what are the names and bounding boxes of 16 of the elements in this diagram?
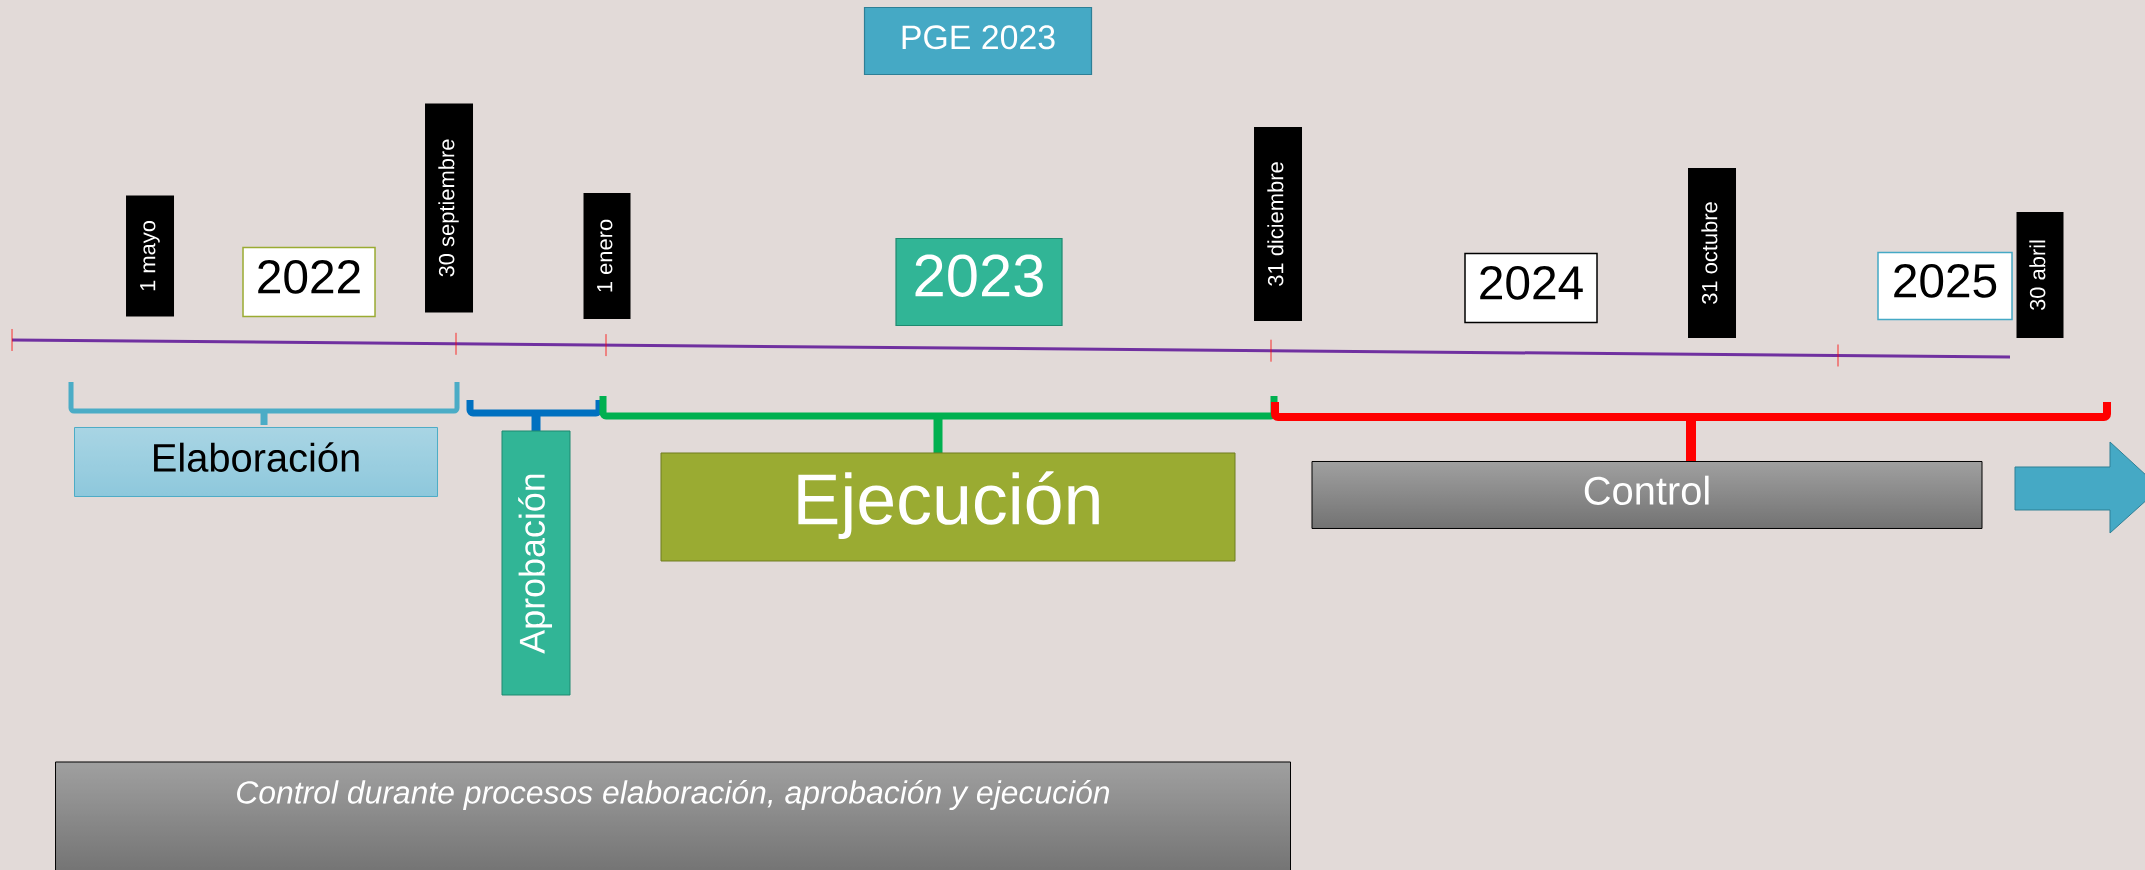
- year-box: 2024: [1464, 252, 1598, 324]
- year-box: 2022: [242, 246, 376, 318]
- date-tag: 31 diciembre: [1254, 127, 1302, 321]
- phase-box: Ejecución: [660, 452, 1236, 562]
- date-tag: 1 mayo: [126, 195, 174, 317]
- date-tag: 30 septiembre: [425, 103, 473, 313]
- date-tag: 31 octubre: [1688, 168, 1736, 338]
- note-box: Control durante procesos elaboración, aprobación y ejecución: [55, 761, 1291, 870]
- date-tag: 30 abril: [2016, 212, 2064, 338]
- date-tag: 1 enero: [583, 193, 631, 319]
- phase-box: Elaboración: [74, 427, 438, 497]
- phase-box: Aprobación: [501, 430, 571, 696]
- phase-box: Control: [1311, 461, 1983, 529]
- year-box: 2023: [895, 237, 1063, 327]
- year-box: 2025: [1877, 251, 2013, 321]
- title-box: PGE 2023: [863, 6, 1093, 76]
